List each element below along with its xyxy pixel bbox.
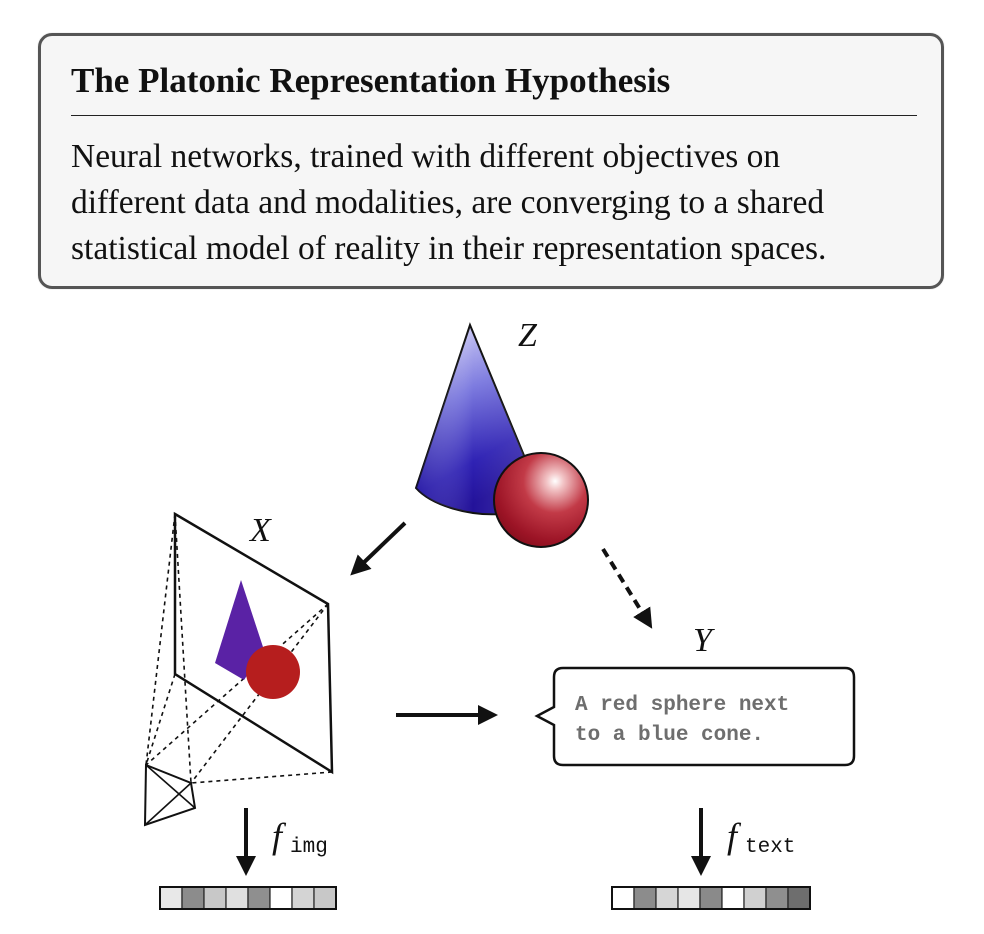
title-divider <box>71 115 917 116</box>
embedding-cell <box>313 886 337 910</box>
cone-shading <box>416 325 530 515</box>
f-img-label: f img <box>272 816 328 859</box>
camera-projection <box>143 511 334 827</box>
projection-ray <box>145 513 176 766</box>
camera-edge <box>144 782 192 826</box>
z-label: Z <box>518 317 538 354</box>
hypothesis-box: The Platonic Representation Hypothesis N… <box>38 33 944 289</box>
embedding-cell <box>181 886 205 910</box>
embedding-cell <box>225 886 249 910</box>
embedding-cell <box>159 886 183 910</box>
caption-line: to a blue cone. <box>575 724 764 747</box>
embedding-cell <box>291 886 315 910</box>
hypothesis-title: The Platonic Representation Hypothesis <box>71 61 671 100</box>
z-3d-scene <box>414 322 589 548</box>
embedding-cell <box>765 886 789 910</box>
f-text-label: f text <box>727 816 795 859</box>
embedding-cell <box>743 886 767 910</box>
sphere-shape <box>493 452 589 548</box>
embedding-cell <box>633 886 657 910</box>
hypothesis-statement: Neural networks, trained with different … <box>71 134 917 272</box>
projection-ray <box>190 771 333 784</box>
embedding-cell <box>247 886 271 910</box>
x-label: X <box>248 512 272 549</box>
arrow-z-to-x <box>350 521 407 576</box>
text-embedding <box>611 886 811 910</box>
caption-line: A red sphere next <box>575 694 789 717</box>
embedding-cell <box>611 886 635 910</box>
embedding-border <box>611 886 811 910</box>
embedding-cell <box>721 886 745 910</box>
caption-bubble <box>534 666 856 767</box>
statement-line: different data and modalities, are conve… <box>71 184 825 221</box>
f-text-subscript: text <box>745 836 795 859</box>
projected-cone <box>215 580 264 680</box>
embedding-cell <box>677 886 701 910</box>
embedding-cell <box>269 886 293 910</box>
embedding-cell <box>787 886 811 910</box>
f-text-symbol: f <box>727 816 742 856</box>
y-label: Y <box>693 622 715 659</box>
statement-line: Neural networks, trained with different … <box>71 138 781 175</box>
embedding-border <box>159 886 337 910</box>
arrow-z-to-y <box>601 547 653 629</box>
embedding-cell <box>655 886 679 910</box>
embedding-cell <box>203 886 227 910</box>
statement-line: statistical model of reality in their re… <box>71 230 827 267</box>
f-img-subscript: img <box>290 836 328 859</box>
projected-sphere <box>246 645 300 699</box>
projection-ray <box>145 603 329 766</box>
image-embedding <box>159 886 337 910</box>
f-img-symbol: f <box>272 816 287 856</box>
embedding-cell <box>699 886 723 910</box>
projection-ray <box>174 513 192 784</box>
projection-ray <box>145 673 176 766</box>
camera-edge <box>145 764 196 809</box>
camera-icon <box>143 763 197 827</box>
